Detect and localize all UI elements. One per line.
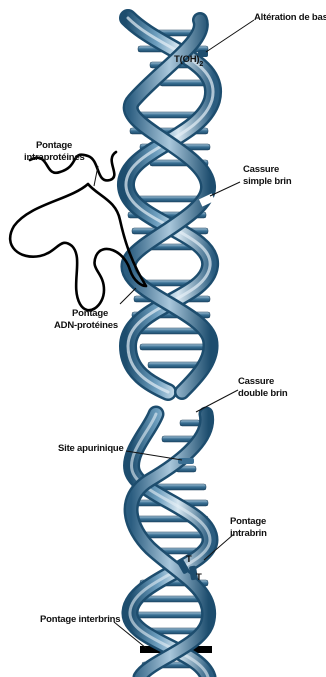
label-apurinic-site: Site apurinique bbox=[58, 443, 124, 454]
label-single-break-line1: Cassure bbox=[243, 164, 279, 175]
thymine-label-2: T bbox=[196, 572, 202, 583]
altered-base-marker bbox=[198, 50, 208, 57]
label-double-break-line2: double brin bbox=[238, 388, 288, 399]
label-interstrand: Pontage interbrins bbox=[40, 614, 120, 625]
upper-dna-helix: T(OH)2 bbox=[126, 18, 215, 392]
label-intrastrand-line2: intrabrin bbox=[230, 528, 267, 539]
label-single-break-line2: simple brin bbox=[243, 176, 292, 187]
label-protein-crosslink-line1: Pontage bbox=[36, 140, 72, 151]
label-intrastrand-line1: Pontage bbox=[230, 516, 266, 527]
apurinic-site-marker bbox=[178, 458, 194, 464]
label-base-alteration: Altération de base bbox=[254, 12, 326, 23]
label-protein-crosslink-line2: intraprotéines bbox=[24, 152, 85, 163]
label-dna-protein-line1: Pontage bbox=[72, 308, 108, 319]
label-double-break-line1: Cassure bbox=[238, 376, 274, 387]
label-dna-protein-line2: ADN-protéines bbox=[54, 320, 118, 331]
thymine-label-1: T bbox=[186, 554, 192, 565]
